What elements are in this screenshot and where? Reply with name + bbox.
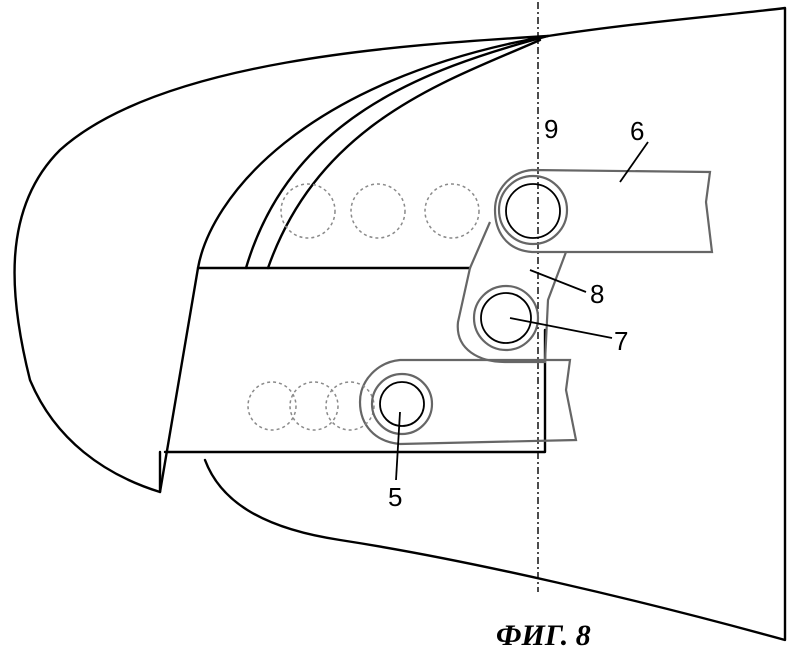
ghost-position — [350, 183, 406, 239]
label-9: 9 — [544, 114, 558, 144]
joint-5 — [379, 381, 425, 427]
leader-6 — [619, 141, 649, 183]
leader-7 — [509, 317, 613, 339]
guide-rail — [158, 266, 547, 494]
slat-inner-line — [244, 34, 550, 270]
figure-caption: ФИГ. 8 — [496, 619, 591, 652]
ghost-position — [247, 381, 297, 431]
joint-7 — [480, 292, 532, 344]
ghost-position — [424, 183, 480, 239]
arm-5 — [358, 358, 578, 446]
label-6: 6 — [630, 116, 644, 146]
joint-9 — [505, 183, 561, 239]
joint-5-outer — [370, 372, 434, 436]
label-7: 7 — [614, 326, 628, 356]
slat-inner-line-2 — [266, 38, 542, 270]
joint-7-outer — [472, 284, 540, 352]
ghost-position — [280, 183, 336, 239]
label-8: 8 — [590, 279, 604, 309]
leader-5 — [395, 411, 401, 481]
joint-9-outer — [497, 174, 569, 246]
arm-6 — [493, 168, 714, 254]
wing-body-outline — [203, 6, 787, 642]
link-8 — [456, 221, 568, 364]
ghost-position — [325, 381, 375, 431]
ghost-position — [289, 381, 339, 431]
leader-8 — [529, 269, 587, 293]
slat-outline — [13, 34, 550, 494]
label-5: 5 — [388, 482, 402, 512]
